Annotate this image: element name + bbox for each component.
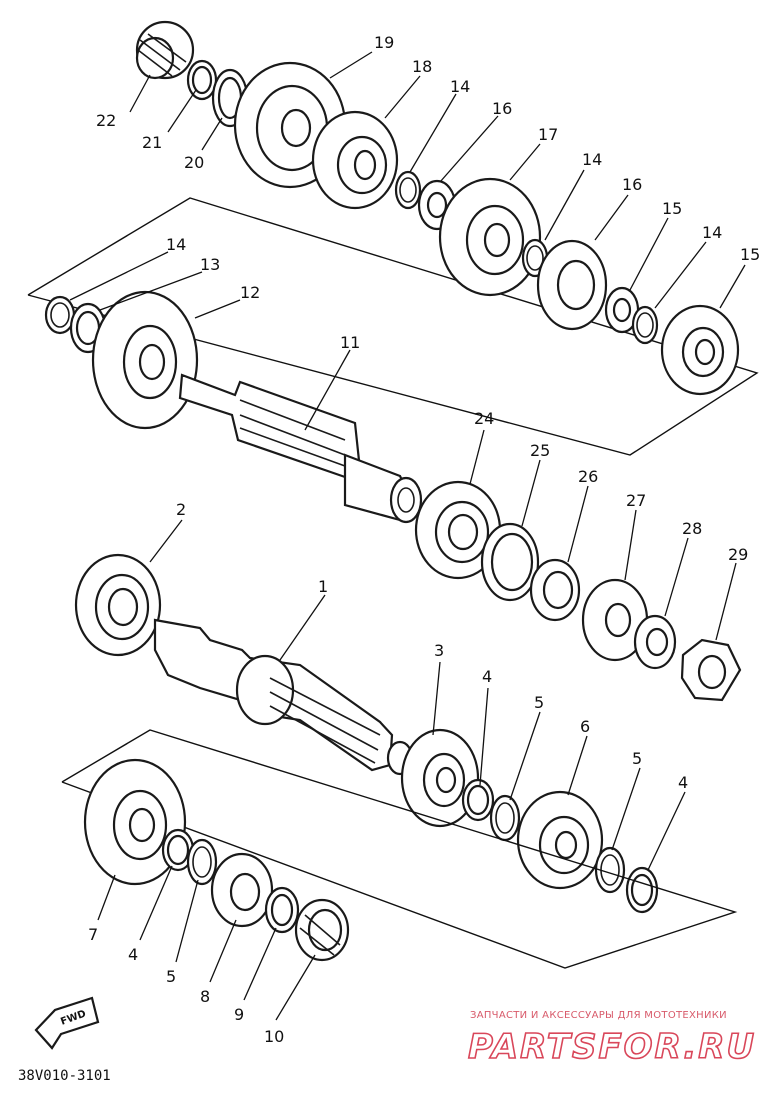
main-axle-11	[178, 373, 423, 524]
needle-bearing-23	[135, 20, 195, 80]
sprocket-27	[581, 578, 649, 662]
callout-5-c: 5	[166, 967, 176, 986]
callout-10: 10	[264, 1027, 284, 1046]
callout-17: 16	[622, 175, 642, 194]
callout-4-c: 4	[128, 945, 138, 964]
callout-2: 2	[176, 500, 186, 519]
circlip-14-a	[394, 170, 422, 210]
gear-6	[516, 790, 604, 890]
washer-4-b	[625, 866, 659, 914]
lock-washer-28	[633, 614, 677, 670]
callout-labels: 22 21 20 19 18 14 16 17 14 16 15 14 15 1…	[88, 33, 760, 1046]
watermark-brand: PARTSFOR.RU	[468, 1027, 756, 1067]
callout-19: 18	[412, 57, 432, 76]
callout-25: 25	[530, 441, 550, 460]
collar-26	[529, 558, 581, 622]
bearing-24	[414, 480, 502, 580]
callout-28: 28	[682, 519, 702, 538]
washer-4-c	[161, 828, 195, 872]
circlip-22	[186, 59, 218, 101]
circlip-14-d	[44, 295, 76, 335]
callout-24: 24	[474, 409, 494, 428]
callout-12: 12	[240, 283, 260, 302]
callout-1: 1	[318, 577, 328, 596]
callout-23: 22	[96, 111, 116, 130]
circlip-5-c	[186, 838, 218, 886]
fwd-arrow-icon: FWD	[34, 996, 100, 1050]
callout-14-d: 14	[166, 235, 186, 254]
callout-16-b: 15	[662, 199, 682, 218]
circlip-5-a	[489, 794, 521, 842]
callout-3: 3	[434, 641, 444, 660]
circlip-14-c	[631, 305, 659, 345]
callout-29: 29	[728, 545, 748, 564]
callout-14-b: 14	[582, 150, 602, 169]
callout-8: 8	[200, 987, 210, 1006]
callout-13: 13	[200, 255, 220, 274]
callout-7: 7	[88, 925, 98, 944]
drive-axle-1	[153, 618, 414, 776]
bearing-2	[74, 553, 162, 657]
gear-12	[91, 290, 199, 430]
oil-seal-25	[480, 522, 540, 602]
callout-5-b: 5	[632, 749, 642, 768]
callout-22: 21	[142, 133, 162, 152]
gear-7	[83, 758, 187, 886]
callout-14-a: 14	[450, 77, 470, 96]
gear-17	[536, 239, 608, 331]
callout-15: 15	[740, 245, 760, 264]
callout-11: 11	[340, 333, 360, 352]
gear-15	[660, 304, 740, 396]
callout-20: 19	[374, 33, 394, 52]
leader-lines	[69, 51, 746, 1021]
diagram-code: 38V010-3101	[18, 1068, 111, 1084]
lower-group-frame	[61, 729, 738, 969]
gear-19	[311, 110, 399, 210]
callout-27: 27	[626, 491, 646, 510]
nut-29	[680, 638, 742, 702]
callout-21: 20	[184, 153, 204, 172]
gear-3	[400, 728, 480, 828]
callout-9: 9	[234, 1005, 244, 1024]
callout-4-b: 4	[678, 773, 688, 792]
washer-9	[264, 886, 300, 934]
callout-4-a: 4	[482, 667, 492, 686]
callout-5-a: 5	[534, 693, 544, 712]
upper-group-frame	[27, 197, 759, 456]
watermark-tagline: ЗАПЧАСТИ И АКСЕССУАРЫ ДЛЯ МОТОТЕХНИКИ	[470, 1010, 727, 1021]
callout-26: 26	[578, 467, 598, 486]
washer-4-a	[461, 778, 495, 822]
gear-8	[210, 852, 274, 928]
callout-16-a: 16	[492, 99, 512, 118]
callout-6: 6	[580, 717, 590, 736]
callout-14-c: 14	[702, 223, 722, 242]
gear-18	[438, 177, 542, 297]
needle-bearing-10	[294, 898, 350, 962]
callout-18: 17	[538, 125, 558, 144]
